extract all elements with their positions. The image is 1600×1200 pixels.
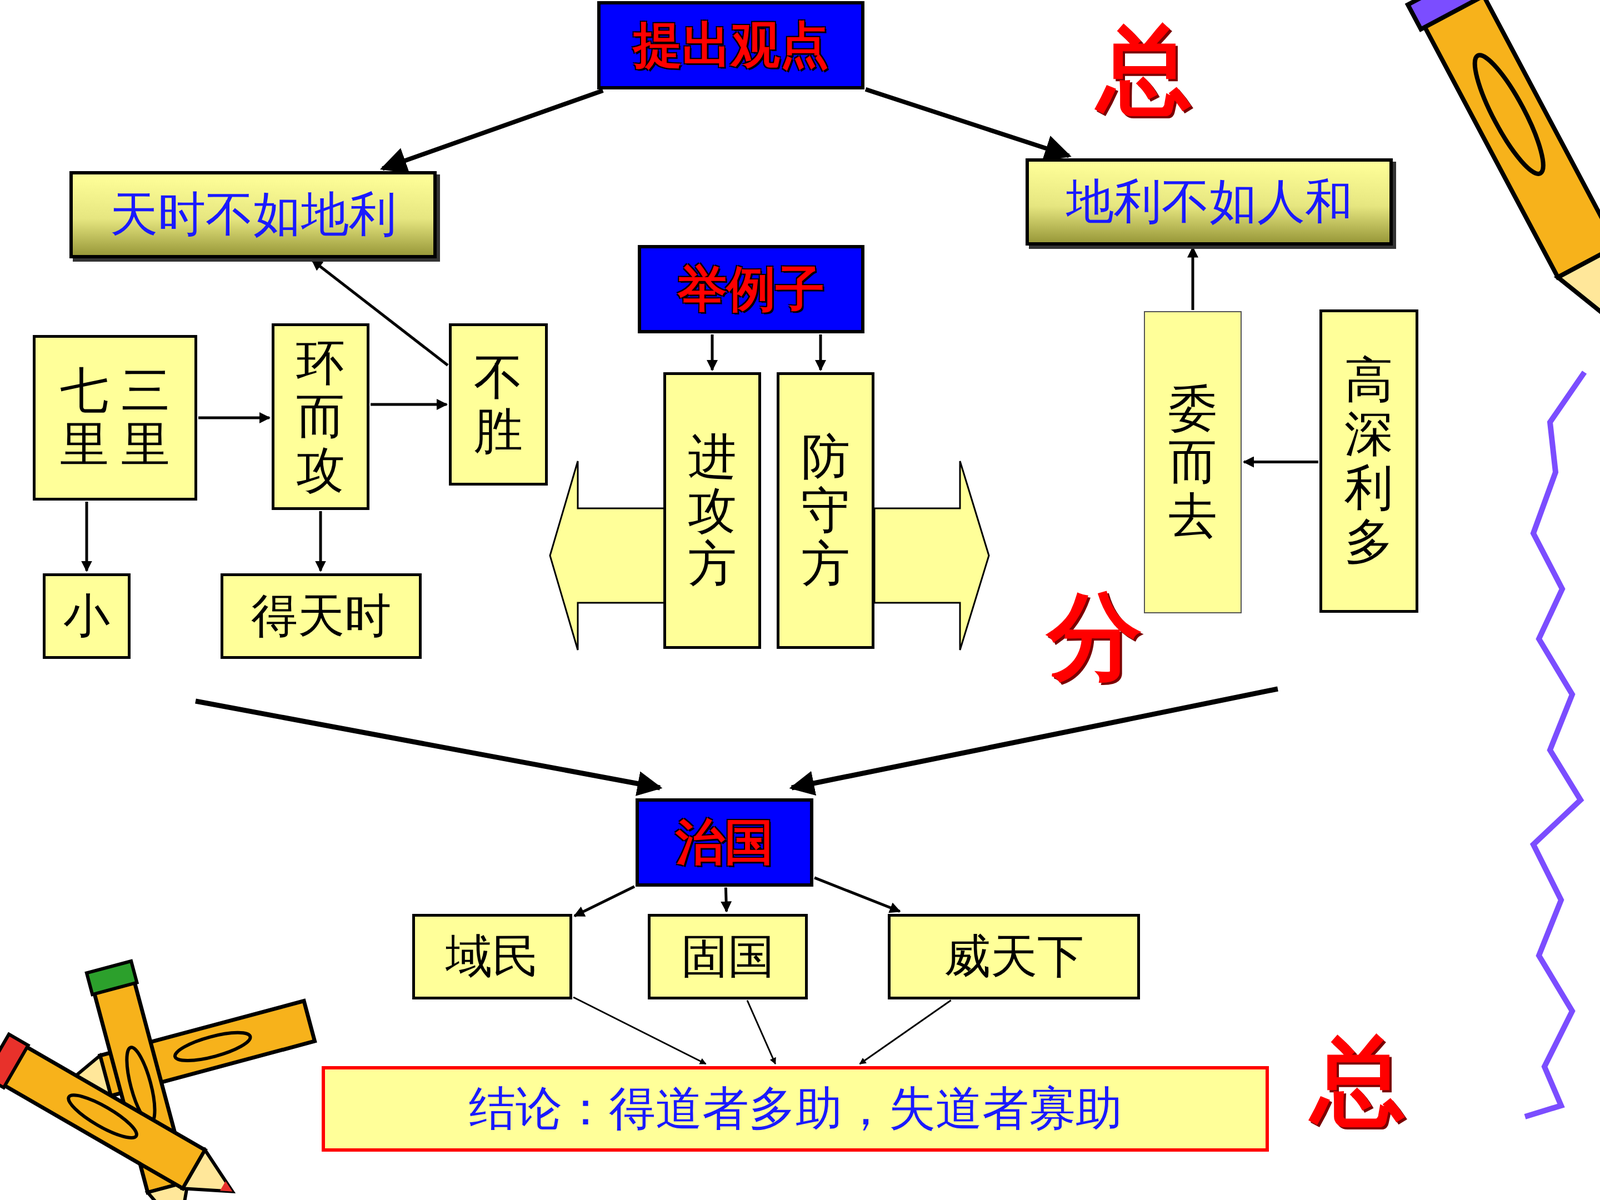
section-header: 治国 [635,798,814,887]
section-mark: 总 [1097,22,1192,117]
connector-arrow [319,511,323,572]
connector-arrow [370,403,447,407]
connector-arrow [747,1000,776,1065]
node-text: 域民 [445,925,539,989]
content-box: 不胜 [448,323,548,486]
purple-squiggle [1525,372,1585,1117]
connector-arrow [860,1000,952,1065]
node-text: 不胜 [473,350,523,459]
node-text: 得天时 [251,584,392,648]
connector-arrow [814,877,900,912]
connector-arrow [382,90,604,169]
content-box: 委而去 [1143,311,1242,614]
connector-arrow [85,501,89,572]
conclusion-box: 结论：得道者多助，失道者寡助 [321,1066,1269,1152]
node-text: 地利不如人和 [1066,169,1353,235]
node-text: 提出观点 [633,12,829,79]
content-box: 域民 [412,913,573,1000]
thesis-box: 天时不如地利 [69,171,437,259]
node-text: 小 [63,584,110,648]
section-header: 举例子 [637,245,865,334]
connector-arrow [574,886,635,917]
node-text: 举例子 [677,256,825,323]
node-text: 天时不如地利 [110,182,397,248]
node-text: 固国 [681,925,775,989]
merge-arrow-left [195,701,660,788]
content-box: 高深利多 [1319,309,1419,613]
connector-arrow [1243,460,1319,464]
connector-arrow [1191,247,1195,311]
content-box: 威天下 [887,913,1140,1000]
connector-arrow [573,997,707,1064]
content-box: 固国 [647,913,808,1000]
connector-arrow [819,334,823,370]
content-box: 环而攻 [271,323,370,510]
connector-arrow [711,334,714,370]
merge-arrow-right [791,688,1278,788]
node-text: 防守方 [801,430,850,592]
node-text: 高深利多 [1344,353,1394,569]
thesis-box: 地利不如人和 [1025,158,1393,246]
connector-arrow [725,887,727,912]
node-text: 三里 [121,363,170,472]
content-box: 进攻方 [663,372,762,649]
pencil-top-right [1407,0,1600,349]
content-box: 小 [42,573,131,659]
connector-arrow [865,89,1069,157]
section-mark: 分 [1047,588,1142,684]
content-box: 三里七里 [32,335,198,501]
node-text: 治国 [675,809,774,876]
node-text: 结论：得道者多助，失道者寡助 [468,1077,1123,1141]
section-header: 提出观点 [597,1,865,90]
connector-arrow [198,416,270,420]
node-text: 进攻方 [687,430,737,592]
right-block-arrow [874,461,989,650]
node-text: 环而攻 [296,336,345,498]
content-box: 防守方 [776,372,875,649]
node-text: 威天下 [943,925,1084,989]
crayons-bottom-left [0,961,315,1200]
left-block-arrow [550,461,665,650]
section-mark: 总 [1311,1033,1406,1128]
node-text: 七里 [60,363,109,472]
content-box: 得天时 [220,573,422,659]
node-text: 委而去 [1168,381,1218,543]
